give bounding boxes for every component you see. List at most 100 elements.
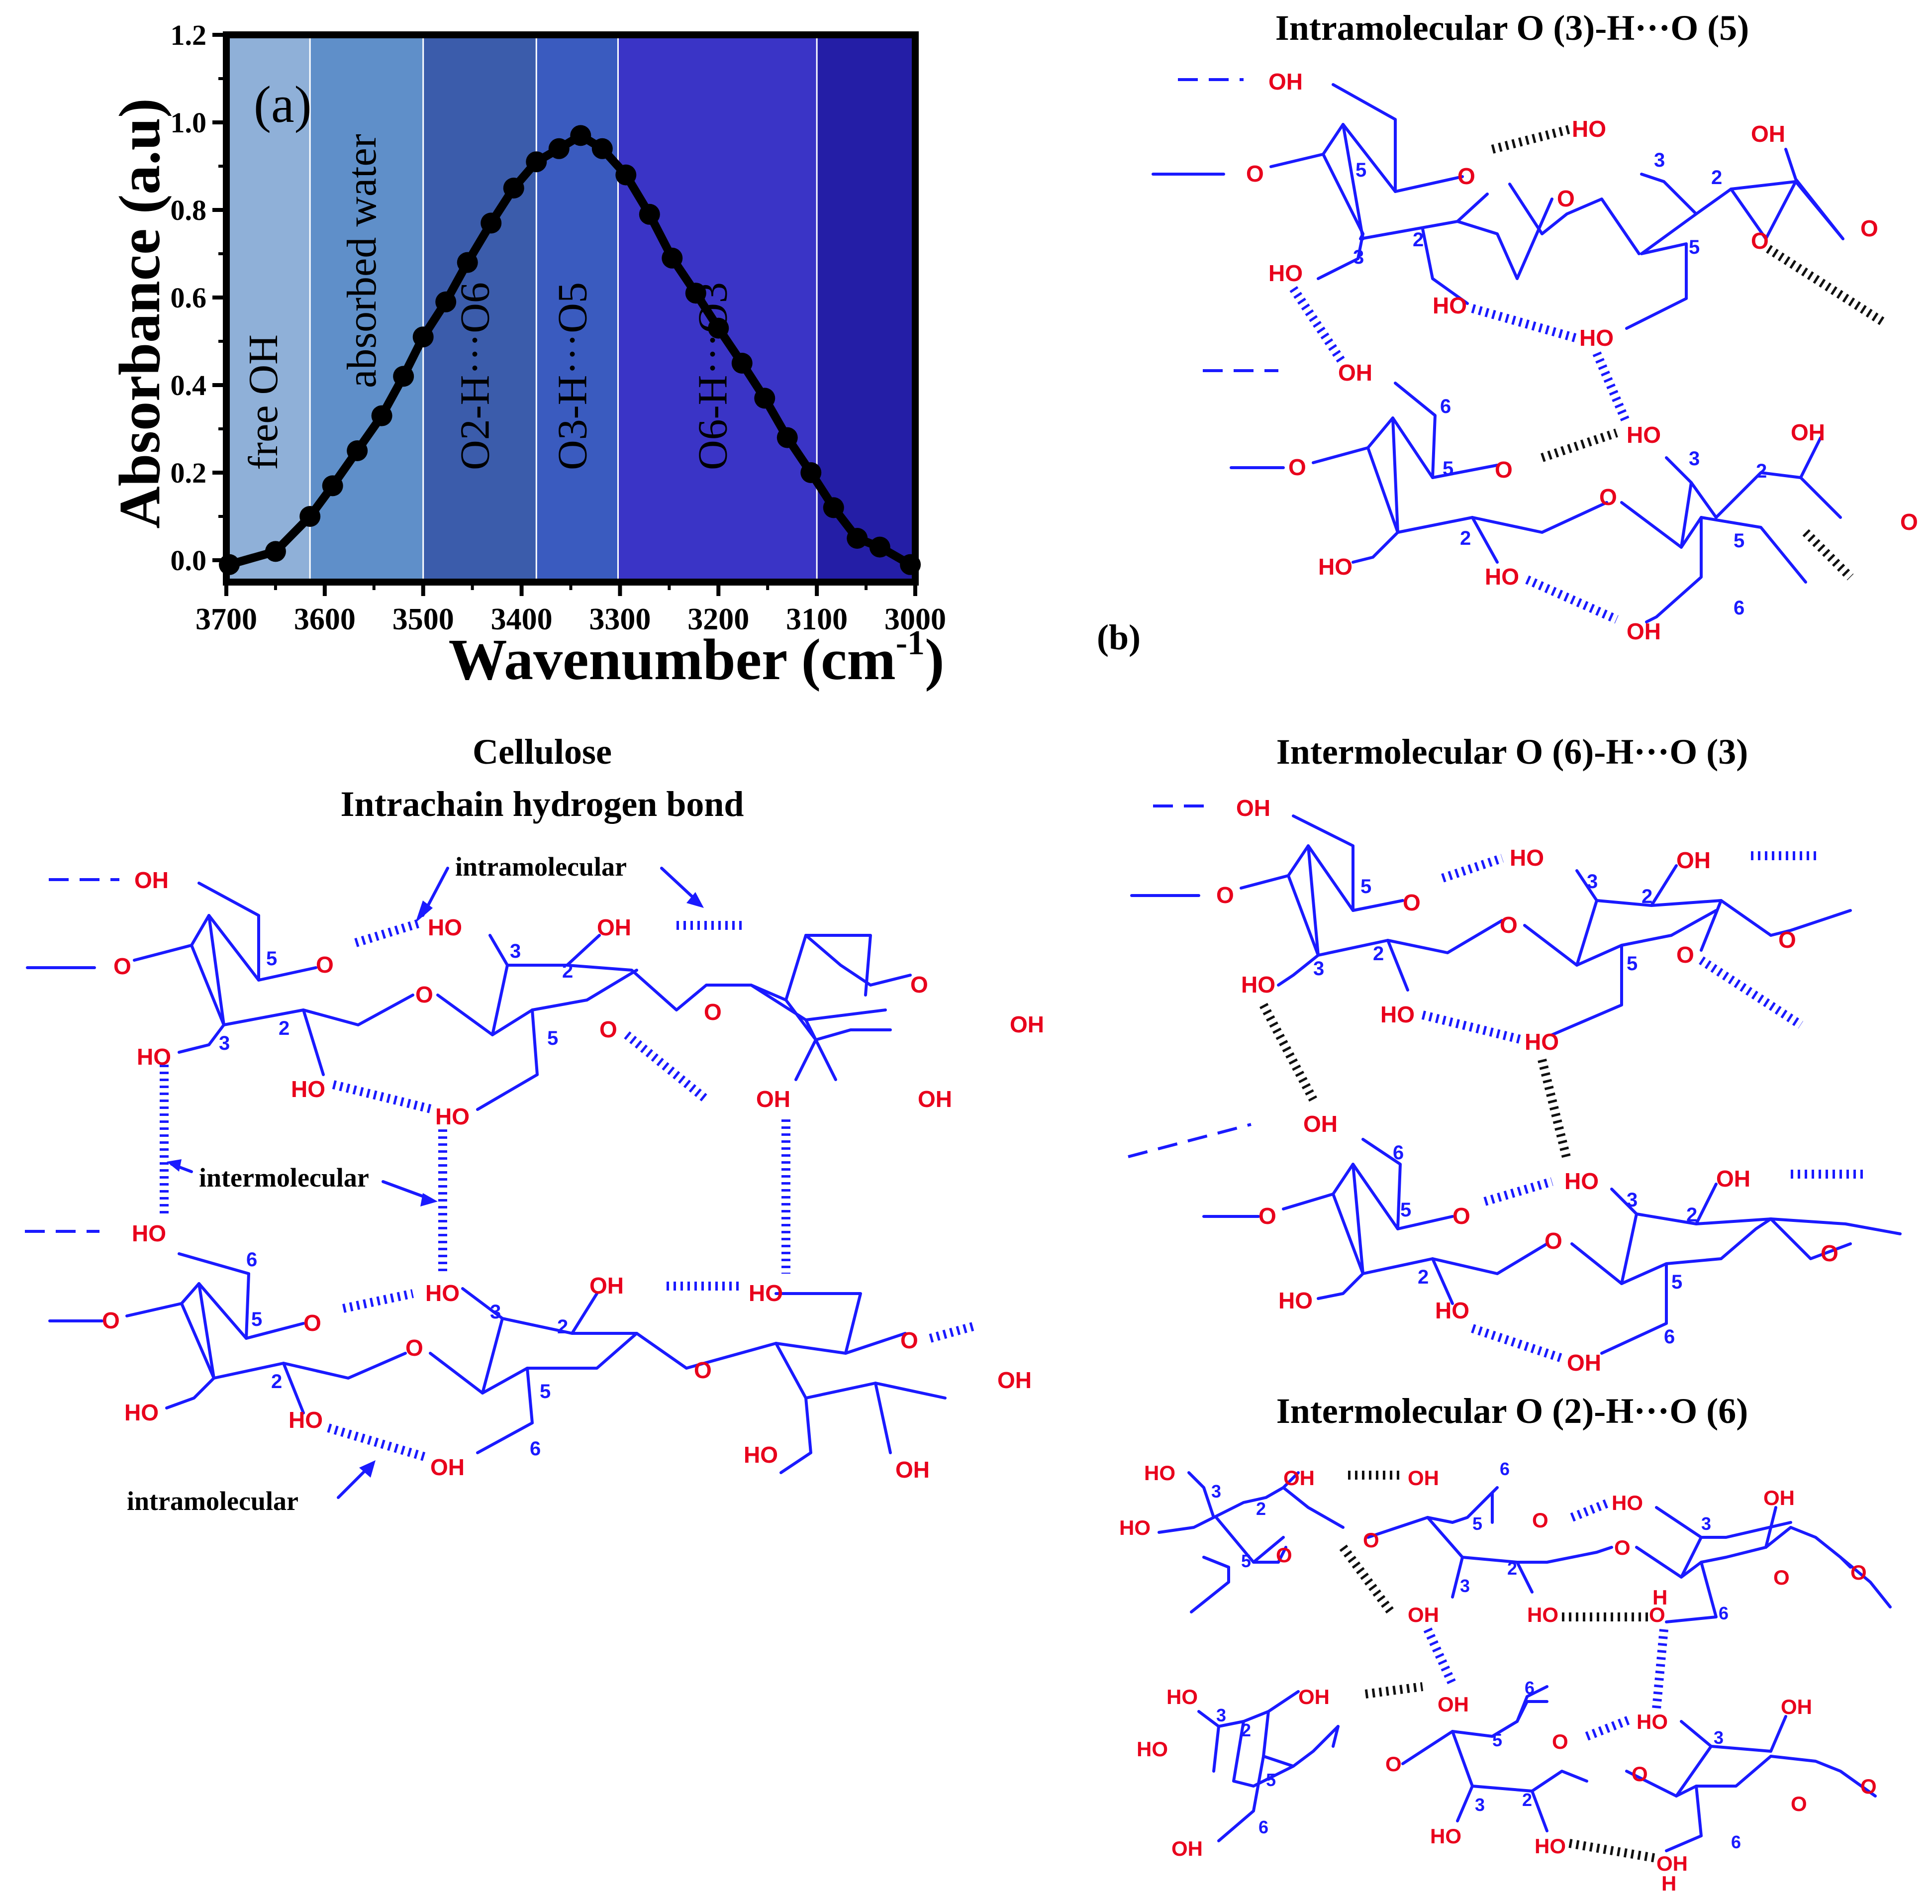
- o-label: O: [1599, 484, 1617, 510]
- o-label: O: [1850, 1561, 1867, 1584]
- ring-bonds: [1625, 1755, 1877, 1798]
- data-point: [869, 536, 890, 558]
- ring-bonds: [1640, 173, 1698, 215]
- ring-bonds: [178, 1023, 225, 1054]
- data-point: [662, 247, 683, 269]
- ho-label: HO: [291, 1076, 325, 1102]
- o-label: O: [1532, 1508, 1548, 1532]
- o-label: O: [1495, 457, 1513, 483]
- ring-bonds: [1675, 1715, 1787, 1798]
- carbon-number: 3: [1587, 871, 1598, 893]
- oh-label: OH: [1781, 1695, 1812, 1718]
- carbon-number: 6: [1258, 1817, 1268, 1837]
- carbon-number: 2: [271, 1371, 282, 1393]
- data-point: [265, 541, 286, 562]
- ring-bonds: [1730, 180, 1797, 240]
- data-point: [503, 178, 524, 199]
- ho-label: HO: [1527, 1603, 1558, 1626]
- oh-label: OH: [1236, 795, 1270, 821]
- o-label: O: [405, 1335, 423, 1361]
- ring-bonds: [1240, 874, 1504, 957]
- ring-bonds: [1187, 1471, 1345, 1529]
- ring-bonds: [1317, 232, 1364, 280]
- hydrogen-bond: [332, 1080, 434, 1114]
- ho-label: HO: [1485, 564, 1519, 590]
- ho-label: HO: [1535, 1834, 1566, 1858]
- oh-label: OH: [1303, 1111, 1338, 1137]
- ring-bonds: [1839, 1556, 1892, 1608]
- ring-bonds: [1680, 1720, 1713, 1748]
- ring-bonds: [165, 1377, 215, 1409]
- carbon-number: 6: [1664, 1326, 1675, 1348]
- oh-label: OH: [597, 914, 631, 940]
- ring-bonds: [1550, 944, 1623, 1036]
- data-point: [639, 203, 660, 225]
- carbon-number: 5: [1443, 458, 1453, 480]
- hydrogen-bond: [1802, 529, 1854, 581]
- o-label: O: [1276, 1543, 1292, 1567]
- ho-label: HO: [1525, 1029, 1559, 1055]
- ring-bonds: [1620, 1212, 1852, 1285]
- oh-label: OH: [1408, 1603, 1439, 1626]
- carbon-number: 6: [1440, 396, 1451, 417]
- ring-bonds: [1575, 869, 1598, 902]
- o-label: O: [1457, 163, 1475, 189]
- carbon-number: 6: [1734, 597, 1744, 619]
- ring-bonds: [1570, 1217, 1902, 1285]
- data-point: [708, 317, 729, 339]
- ring-bonds: [1516, 1685, 1548, 1723]
- hydrogen-bond: [624, 1031, 709, 1103]
- o-label: O: [599, 1016, 617, 1042]
- annotation-intermolecular: intermolecular: [199, 1163, 369, 1193]
- carbon-number: 5: [1734, 530, 1744, 552]
- ring-bonds: [1431, 1257, 1454, 1305]
- title-inter-o2-o6: Intermolecular O (2)-H···O (6): [1276, 1391, 1748, 1431]
- ring-bonds: [178, 1252, 250, 1340]
- carbon-number: 5: [266, 948, 277, 970]
- ring-bonds: [1600, 1262, 1668, 1355]
- hydrogen-bond: [1471, 304, 1578, 343]
- ho-label: HO: [1579, 325, 1614, 351]
- ring-bonds: [1394, 382, 1437, 479]
- ho-label: HO: [1318, 554, 1352, 580]
- o-label: O: [1500, 912, 1518, 938]
- ring-bonds: [1401, 1700, 1548, 1765]
- carbon-number: 2: [1413, 229, 1424, 251]
- hydrogen-bond: [342, 1289, 414, 1313]
- data-point: [322, 475, 343, 497]
- o-label: O: [1552, 1730, 1568, 1753]
- hydrogen-bond: [327, 1423, 429, 1462]
- annotation-intramolecular-bottom: intramolecular: [127, 1486, 298, 1516]
- carbon-number: 2: [562, 960, 573, 982]
- ring-bonds: [1252, 1536, 1285, 1564]
- x-tick-label: 3600: [294, 602, 356, 636]
- carbon-number: 2: [1711, 167, 1722, 189]
- ring-bonds: [1610, 1188, 1638, 1215]
- ring-bonds: [488, 934, 509, 967]
- ho-label: HO: [744, 1442, 778, 1468]
- oh-label: OH: [1338, 360, 1372, 386]
- ring-bonds: [1282, 1193, 1548, 1275]
- hydrogen-bond: [1568, 1839, 1657, 1863]
- o-label: O: [1632, 1762, 1648, 1786]
- ring-bonds: [1471, 516, 1499, 564]
- ring-bonds: [1361, 1138, 1402, 1230]
- ring-bonds: [804, 934, 872, 997]
- hydrogen-bond: [1525, 575, 1619, 624]
- x-tick-label: 3100: [786, 602, 848, 636]
- o-label: O: [415, 982, 433, 1007]
- carbon-number: 5: [1671, 1271, 1682, 1293]
- o-label: O: [910, 972, 928, 998]
- carbon-number: 2: [1460, 527, 1471, 549]
- data-point: [412, 326, 434, 348]
- o-label: O: [900, 1327, 918, 1353]
- o-label: O: [1751, 228, 1769, 254]
- carbon-number: 2: [1418, 1266, 1429, 1288]
- ho-label: HO: [1572, 116, 1606, 142]
- ring-bonds: [794, 1038, 817, 1081]
- x-tick-label: 3500: [392, 602, 454, 636]
- carbon-number: 6: [1393, 1142, 1404, 1164]
- carbon-number: 6: [530, 1438, 541, 1460]
